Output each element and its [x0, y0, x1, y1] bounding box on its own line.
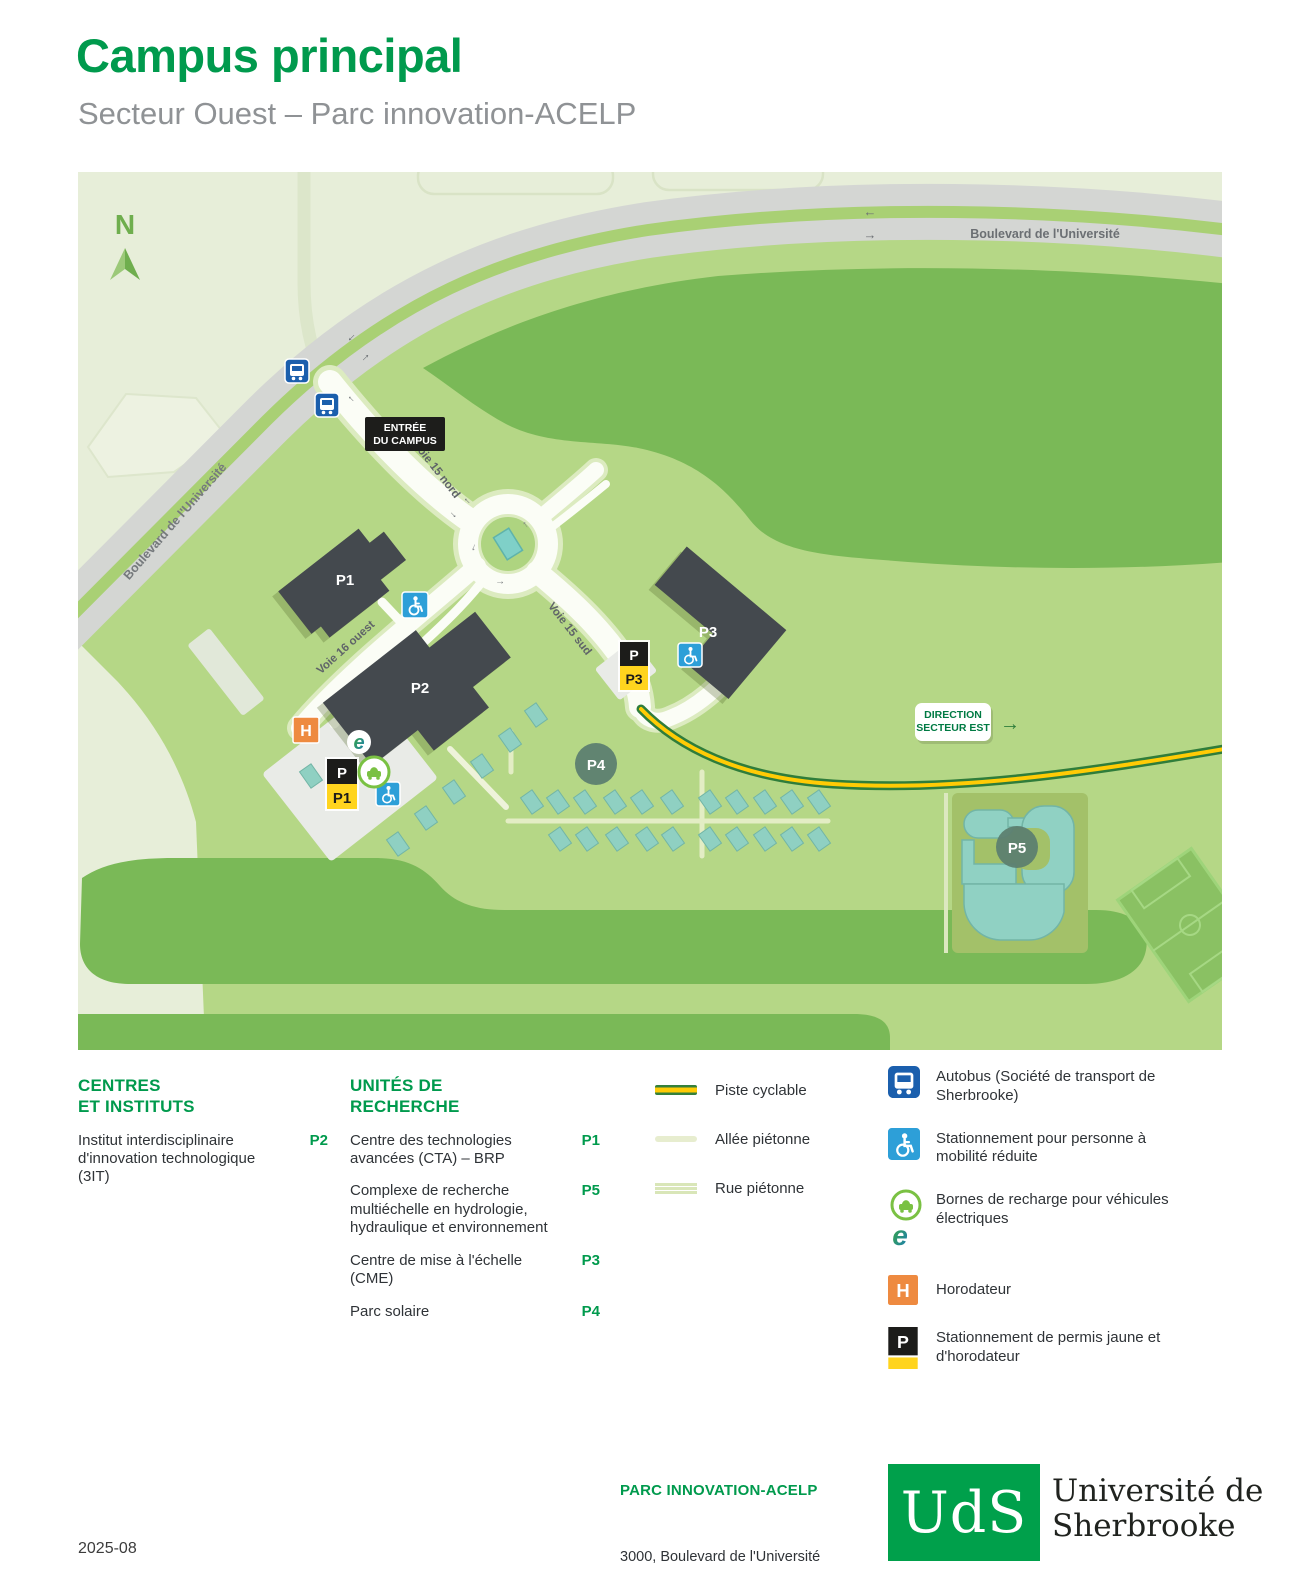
building-p1	[278, 528, 407, 638]
campus-entrance-label: ENTRÉE DU CAMPUS	[365, 417, 445, 451]
p4-marker: P4	[587, 757, 606, 774]
legend-item: Centre de mise à l'échelle (CME) P3	[350, 1251, 600, 1288]
roundabout-sign	[492, 527, 524, 561]
buildings: P1 P2 P3	[272, 528, 787, 771]
forest-areas	[78, 268, 1222, 1050]
p5-marker: P5	[1008, 840, 1026, 857]
horodateur-icon: H	[292, 716, 320, 744]
legend-paths: Piste cyclable Allée piétonne Rue piéton…	[655, 1078, 885, 1225]
legend-symbol-row: P Stationnement de permis jaune et d'hor…	[888, 1327, 1178, 1369]
legend-item: Complexe de recherche multiéchelle en hy…	[350, 1182, 600, 1237]
svg-text:P: P	[337, 765, 347, 782]
uds-logo-text: UdS	[900, 1479, 1028, 1546]
svg-text:P3: P3	[625, 671, 642, 687]
svg-text:H: H	[896, 1280, 909, 1301]
bus-icon	[888, 1066, 924, 1098]
parking-p1-badge: P P1	[325, 757, 359, 811]
map-date: 2025-08	[78, 1540, 137, 1557]
direction-secteur-est: DIRECTION SECTEUR EST →	[915, 703, 1020, 744]
roundabout-arrow-2: ↓	[470, 542, 478, 554]
north-compass: N	[110, 209, 140, 280]
bus-stop-icon	[284, 358, 340, 418]
legend-research-heading: UNITÉS DE RECHERCHE	[350, 1076, 460, 1117]
sports-field	[1115, 846, 1222, 1004]
campus-map: P1 P2 P3 Boulevard de l'Université ← → B…	[78, 172, 1222, 1050]
svg-text:e: e	[892, 1220, 908, 1251]
boulevard-top-label: Boulevard de l'Université	[970, 227, 1120, 241]
accessible-parking-icons	[375, 591, 703, 807]
building-p3-label: P3	[699, 624, 717, 641]
svg-text:DIRECTION: DIRECTION	[924, 709, 982, 721]
building-p2	[322, 611, 511, 766]
legend-item: Institut interdisciplinaire d'innovation…	[78, 1131, 328, 1186]
uds-logo: UdS	[888, 1464, 1040, 1561]
ev-charging-icon: e	[888, 1189, 924, 1253]
svg-text:SECTEUR EST: SECTEUR EST	[916, 722, 990, 734]
arrow-east: →	[864, 227, 877, 242]
legend-symbol-row: H Horodateur	[888, 1275, 1178, 1305]
allee-pietonne-swatch	[655, 1136, 697, 1142]
yellow-permit-parking-icon: P	[888, 1327, 924, 1369]
ev-charging-icons: e	[347, 730, 391, 789]
parking-p3-badge: P P3	[618, 640, 650, 692]
svg-text:ENTRÉE: ENTRÉE	[384, 421, 427, 434]
roundabout-arrow-1: ↑	[520, 519, 530, 531]
legend-research: UNITÉS DE RECHERCHE Centre des technolog…	[350, 1075, 600, 1321]
roundabout-arrow-3: →	[495, 576, 506, 588]
area-markers: P4 P5	[575, 743, 1038, 868]
pay-station-icon: H	[888, 1275, 924, 1305]
university-wordmark: Université de Sherbrooke	[1052, 1473, 1264, 1544]
accessible-parking-icon	[888, 1127, 924, 1160]
legend-symbol-row: Stationnement pour personne à mobilité r…	[888, 1127, 1178, 1168]
legend-centres: CENTRES ET INSTITUTS Institut interdisci…	[78, 1075, 328, 1187]
legend-path-row: Allée piétonne	[655, 1127, 885, 1151]
north-label: N	[115, 209, 135, 240]
e-logo-icon: e	[353, 732, 364, 754]
arrow-west: ←	[864, 204, 877, 219]
legend-item: Parc solaire P4	[350, 1302, 600, 1320]
page-title: Campus principal	[76, 29, 463, 82]
legend-item: Centre des technologies avancées (CTA) –…	[350, 1131, 600, 1167]
p5-hydrology-area	[944, 793, 1088, 953]
solar-panels	[298, 702, 832, 857]
svg-text:DU CAMPUS: DU CAMPUS	[373, 435, 437, 447]
ev-charger-icon	[357, 755, 391, 789]
bike-path	[636, 704, 1222, 791]
svg-text:P: P	[897, 1332, 909, 1352]
footer-park-title: PARC INNOVATION-ACELP	[620, 1482, 818, 1499]
legend-symbol-row: e Bornes de recharge pour véhicules élec…	[888, 1189, 1178, 1253]
rue-pietonne-swatch	[655, 1182, 697, 1194]
piste-cyclable-swatch	[655, 1085, 697, 1095]
legend-path-row: Rue piétonne	[655, 1176, 885, 1200]
building-p1-label: P1	[336, 572, 354, 589]
building-p3	[654, 546, 787, 700]
svg-text:P1: P1	[333, 790, 351, 807]
footer-address: 3000, Boulevard de l'Université Sherbroo…	[620, 1506, 822, 1590]
legend-symbols: Autobus (Société de transport de Sherbro…	[888, 1066, 1178, 1391]
legend-symbol-row: Autobus (Société de transport de Sherbro…	[888, 1066, 1178, 1106]
legend-path-row: Piste cyclable	[655, 1078, 885, 1102]
svg-text:P: P	[629, 647, 638, 663]
svg-text:H: H	[300, 723, 312, 740]
building-p2-label: P2	[411, 680, 429, 697]
direction-arrow: →	[1000, 713, 1020, 735]
legend-centres-heading: CENTRES ET INSTITUTS	[78, 1076, 195, 1117]
address-line-1: 3000, Boulevard de l'Université	[620, 1548, 821, 1565]
boulevard-road	[78, 183, 1222, 650]
page-subtitle: Secteur Ouest – Parc innovation-ACELP	[78, 96, 637, 131]
